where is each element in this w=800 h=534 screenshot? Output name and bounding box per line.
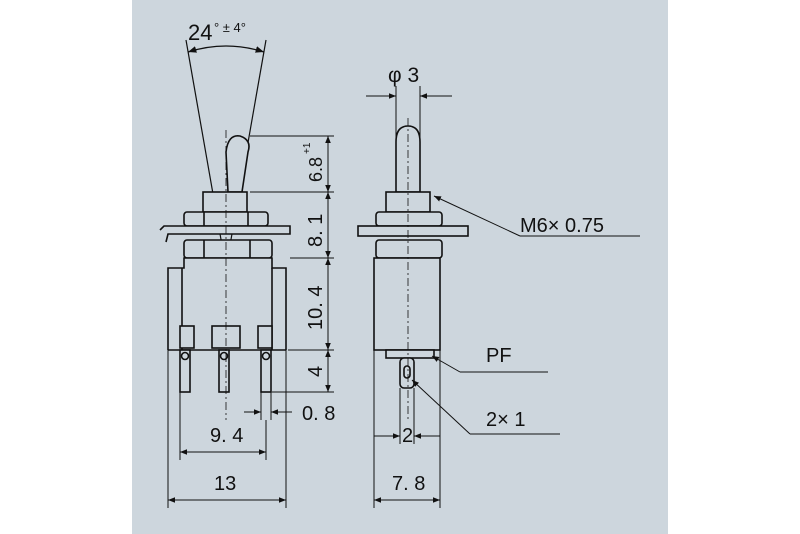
- terminal-width-label: 2: [402, 425, 413, 447]
- bushing-height-label: 8. 1: [305, 214, 327, 247]
- side-terminal: [399, 357, 415, 389]
- lever: [225, 135, 250, 193]
- lever-height-group: 6.8 +1: [302, 142, 326, 182]
- body-height-group: 10. 4: [305, 286, 327, 330]
- side-dimensions: [366, 86, 640, 508]
- lever-tolerance-label: +1: [302, 142, 313, 154]
- side-lower-nut: [375, 239, 443, 259]
- terminal-size-label: 2× 1: [486, 409, 525, 431]
- terminal-thickness-label: 0. 8: [302, 403, 335, 425]
- body-height-label: 10. 4: [305, 286, 327, 330]
- side-width-label: 7. 8: [392, 473, 425, 495]
- front-dimensions: [167, 135, 334, 508]
- bushing-height-group: 8. 1: [305, 214, 327, 247]
- terminal-pin-2: [218, 349, 230, 393]
- angle-arc: [187, 45, 265, 53]
- bushing: [202, 191, 248, 213]
- angle-label: 24: [188, 20, 212, 45]
- thread-label: M6× 0.75: [520, 215, 604, 237]
- side-upper-nut: [375, 211, 443, 227]
- terminal-length-group: 4: [305, 366, 327, 377]
- lever-height-label: 6.8: [306, 157, 326, 182]
- lower-nut: [183, 239, 273, 259]
- angle-tolerance-label: ° ± 4°: [214, 20, 246, 35]
- terminal-pin-3: [260, 349, 272, 393]
- lock-plate: [159, 225, 291, 243]
- terminal-pitch-label: 9. 4: [210, 425, 243, 447]
- front-width-label: 13: [214, 473, 236, 495]
- side-pf-base: [385, 349, 435, 359]
- terminal-pin-1: [179, 349, 191, 393]
- front-view: [159, 39, 291, 420]
- switch-body: [167, 257, 287, 350]
- side-body: [373, 257, 441, 351]
- pf-label: PF: [486, 345, 512, 367]
- side-view: [357, 118, 469, 420]
- side-lock-plate: [357, 225, 469, 237]
- terminal-length-label: 4: [305, 366, 327, 377]
- diameter-label: φ 3: [388, 64, 419, 87]
